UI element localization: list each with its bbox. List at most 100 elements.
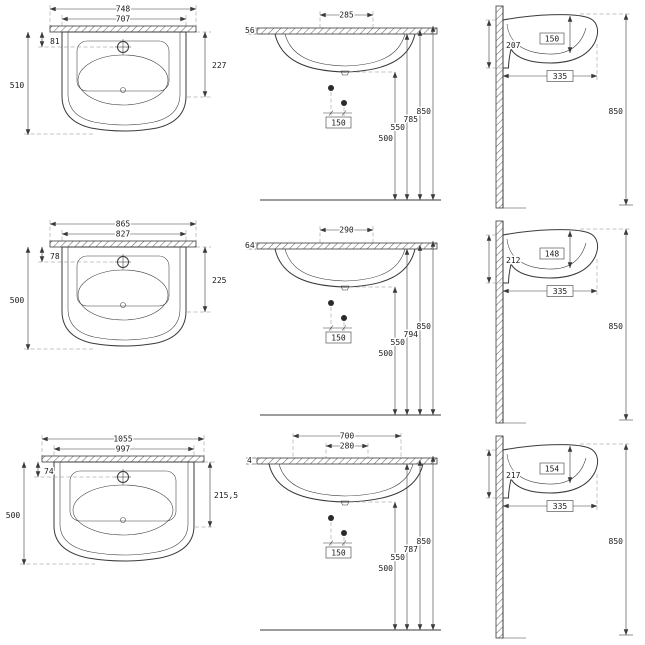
dim-depth-bowl-label: 225	[212, 276, 227, 285]
bowl-outline	[77, 54, 169, 106]
front-mounting-holes: 150	[323, 300, 352, 344]
dim-height-mid-label: 550	[391, 338, 406, 347]
drain-hole-icon	[120, 517, 126, 523]
plan-depth-dimensions: 500 78 225	[8, 246, 228, 351]
dim-height-total-label: 850	[417, 537, 432, 546]
countertop-edge-hatch	[41, 455, 205, 463]
dim-height-back-label: 217	[506, 471, 521, 480]
mounting-hole-left	[328, 515, 334, 521]
plan-width-dimensions: 1055 997	[41, 433, 205, 460]
dim-depth-inner-label: 150	[545, 35, 560, 44]
countertop-edge-hatch	[49, 240, 197, 248]
dim-height-under-label: 500	[379, 134, 394, 143]
mounting-hole-right	[341, 100, 347, 106]
plan-basin-outline	[49, 240, 197, 347]
dim-height-rim-label: 850	[609, 107, 624, 116]
side-view-row-1: 207 150 335 850	[485, 5, 633, 209]
plan-view-row-3: 1055 997 500 74	[4, 433, 240, 566]
front-top-dimension: 700 280 4	[246, 430, 402, 467]
dim-outer-width-label: 865	[116, 220, 131, 229]
front-mounting-holes: 150	[323, 85, 352, 129]
dim-outer-width-label: 748	[116, 5, 131, 14]
wall-section	[495, 220, 526, 424]
dim-height-front-label: 787	[404, 545, 419, 554]
bowl-outline	[72, 484, 174, 536]
front-basin-outline	[256, 27, 438, 76]
dim-height-rim-label: 850	[609, 322, 624, 331]
bowl-outline	[77, 269, 169, 321]
plan-width-dimensions: 865 827	[49, 218, 197, 245]
dim-height-total-label: 850	[417, 322, 432, 331]
drain-detail	[340, 70, 350, 76]
dim-projection-label: 335	[553, 72, 568, 81]
plan-view-row-1: 748 707 510 81	[8, 3, 228, 136]
dim-inner-width-label: 707	[116, 15, 131, 24]
plan-width-dimensions: 748 707	[49, 3, 197, 30]
front-height-dimensions: 500 550 794 850	[260, 240, 441, 416]
dim-depth-total-label: 500	[6, 511, 21, 520]
plan-basin-outline	[49, 25, 197, 132]
countertop-hatch	[256, 27, 438, 35]
mounting-hole-right	[341, 530, 347, 536]
dim-inner-width-label: 997	[116, 445, 131, 454]
dim-projection-label: 335	[553, 287, 568, 296]
front-view-row-3: 700 280 4	[246, 430, 441, 631]
wall-section	[495, 435, 526, 639]
dim-height-back-label: 207	[506, 41, 521, 50]
countertop-hatch	[256, 242, 438, 250]
dim-top-width-label: 285	[339, 11, 354, 20]
dim-depth-inner-label: 154	[545, 465, 560, 474]
drain-detail	[340, 285, 350, 291]
dim-depth-bowl-label: 215,5	[214, 491, 238, 500]
dim-back-offset-label: 81	[50, 37, 60, 46]
dim-hole-spacing-label: 150	[331, 334, 346, 343]
drain-hole-icon	[120, 302, 126, 308]
dim-height-rim-label: 850	[609, 537, 624, 546]
dim-height-total-label: 850	[417, 107, 432, 116]
dim-height-mid-label: 550	[391, 123, 406, 132]
front-top-dimension: 290 64	[245, 224, 374, 252]
drain-hole-icon	[120, 87, 126, 93]
front-view-row-1: 285 56 150	[245, 9, 441, 201]
mounting-hole-left	[328, 300, 334, 306]
front-mounting-holes: 150	[323, 515, 352, 559]
front-view-row-2: 290 64 150	[245, 224, 441, 416]
dim-edge-label: 4	[247, 456, 252, 465]
side-dimensions: 217 154 335 850	[485, 443, 633, 636]
dim-depth-total-label: 510	[10, 81, 25, 90]
dim-top-width-label: 280	[340, 442, 355, 451]
dim-top-width-label: 290	[339, 226, 354, 235]
side-dimensions: 212 148 335 850	[485, 228, 633, 421]
dim-outer-span-label: 700	[340, 432, 355, 441]
dim-hole-spacing-label: 150	[331, 119, 346, 128]
drawing-row-3: 1055 997 500 74	[0, 430, 645, 645]
dim-hole-spacing-label: 150	[331, 549, 346, 558]
plan-depth-dimensions: 510 81 227	[8, 31, 228, 136]
dim-height-back-label: 212	[506, 256, 521, 265]
dim-height-front-label: 785	[404, 115, 419, 124]
dim-height-under-label: 500	[379, 349, 394, 358]
front-top-dimension: 285 56	[245, 9, 374, 37]
dim-depth-inner-label: 148	[545, 250, 560, 259]
drawing-row-1: 748 707 510 81	[0, 0, 645, 215]
plan-depth-dimensions: 500 74 215,5	[4, 461, 240, 566]
dim-height-mid-label: 550	[391, 553, 406, 562]
mounting-hole-left	[328, 85, 334, 91]
dim-height-front-label: 794	[404, 330, 419, 339]
side-dimensions: 207 150 335 850	[485, 13, 633, 206]
dim-back-offset-label: 74	[44, 467, 54, 476]
dim-back-offset-label: 78	[50, 252, 60, 261]
dim-edge-label: 64	[245, 241, 255, 250]
dim-height-under-label: 500	[379, 564, 394, 573]
countertop-edge-hatch	[49, 25, 197, 33]
front-height-dimensions: 500 550 785 850	[260, 25, 441, 201]
wall-section	[495, 5, 526, 209]
dim-depth-bowl-label: 227	[212, 61, 227, 70]
mounting-hole-right	[341, 315, 347, 321]
plan-basin-outline	[41, 455, 205, 562]
side-view-row-3: 217 154 335 850	[485, 435, 633, 639]
dim-projection-label: 335	[553, 502, 568, 511]
drawing-row-2: 865 827 500 78	[0, 215, 645, 430]
dim-depth-total-label: 500	[10, 296, 25, 305]
